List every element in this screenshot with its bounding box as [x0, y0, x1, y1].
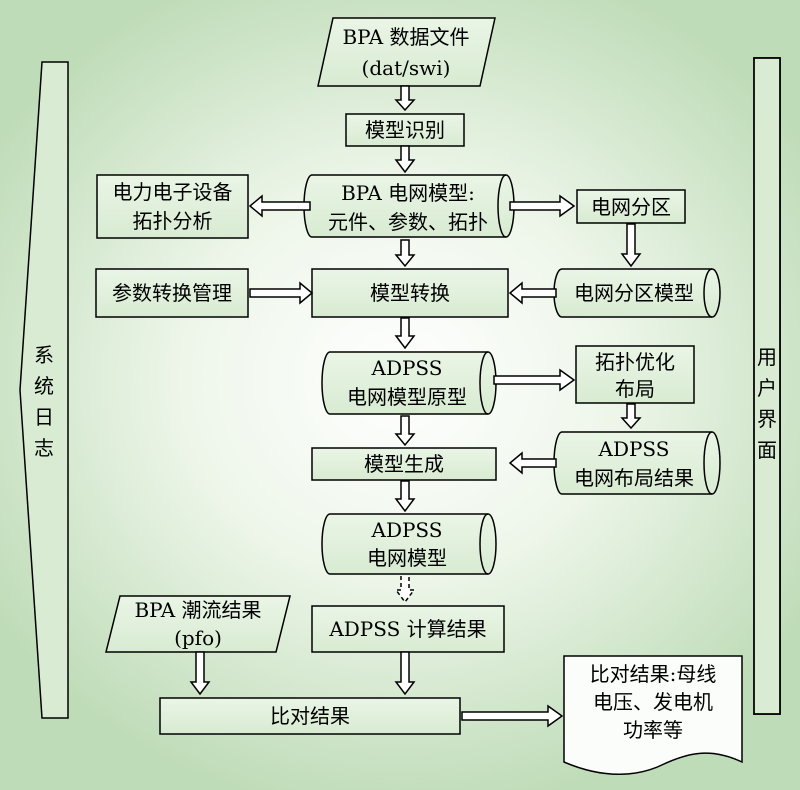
- left-panel-label: 系 统 日 志: [34, 343, 54, 460]
- compare-result-label: 比对结果: [270, 704, 350, 728]
- param-conversion-box: [95, 268, 249, 318]
- bpa-data-file-line1: BPA 数据文件: [342, 25, 470, 49]
- grid-partition-model-label: 电网分区模型: [574, 281, 694, 305]
- adpss-layout-line2: 电网布局结果: [574, 466, 694, 490]
- power-electronics-line1: 电力电子设备: [112, 180, 233, 204]
- topology-opt-line2: 布局: [615, 377, 655, 401]
- compare-doc-shape: [563, 655, 743, 775]
- grid-partition-label: 电网分区: [591, 195, 671, 219]
- topology-opt-line1: 拓扑优化: [595, 350, 675, 374]
- arrows: [189, 85, 642, 728]
- compare-doc-line1: 比对结果:母线: [589, 662, 717, 686]
- model-conversion-label: 模型转换: [370, 281, 450, 305]
- adpss-model-line2: 电网模型: [367, 546, 447, 570]
- bpa-grid-model-line2: 元件、参数、拓扑: [328, 210, 488, 234]
- model-generation-box: [311, 447, 497, 481]
- left-panel-shape: [19, 61, 69, 719]
- model-recognition-label: 模型识别: [365, 118, 445, 142]
- topology-opt-box: [575, 345, 695, 404]
- adpss-model-line1: ADPSS: [371, 518, 443, 542]
- bpa-grid-model-line1: BPA 电网模型:: [341, 181, 475, 205]
- right-panel-label: 用 户 界 面: [757, 345, 777, 462]
- bpa-flow-shape: [105, 595, 291, 653]
- power-electronics-box: [96, 174, 249, 239]
- adpss-calc-box: [311, 605, 505, 653]
- adpss-layout-line1: ADPSS: [598, 437, 670, 461]
- model-generation-label: 模型生成: [364, 452, 444, 476]
- grid-partition-box: [576, 189, 686, 224]
- bpa-data-file-line2: (dat/swi): [361, 56, 451, 80]
- dashed-arrow: [394, 576, 416, 604]
- compare-result-box: [159, 697, 461, 735]
- compare-doc-line3: 功率等: [623, 718, 683, 742]
- adpss-calc-label: ADPSS 计算结果: [329, 617, 487, 641]
- bpa-data-file-shape: [317, 17, 496, 87]
- adpss-prototype-line1: ADPSS: [371, 356, 443, 380]
- compare-doc-line2: 电压、发电机: [593, 690, 713, 714]
- adpss-prototype-line2: 电网模型原型: [347, 385, 467, 409]
- right-panel-body: [753, 57, 781, 715]
- right-panel-outline: [753, 57, 781, 715]
- power-electronics-line2: 拓扑分析: [132, 209, 213, 233]
- bpa-flow-line2: (pfo): [174, 626, 222, 650]
- bpa-flow-line1: BPA 潮流结果: [134, 598, 262, 622]
- param-conversion-label: 参数转换管理: [112, 281, 232, 305]
